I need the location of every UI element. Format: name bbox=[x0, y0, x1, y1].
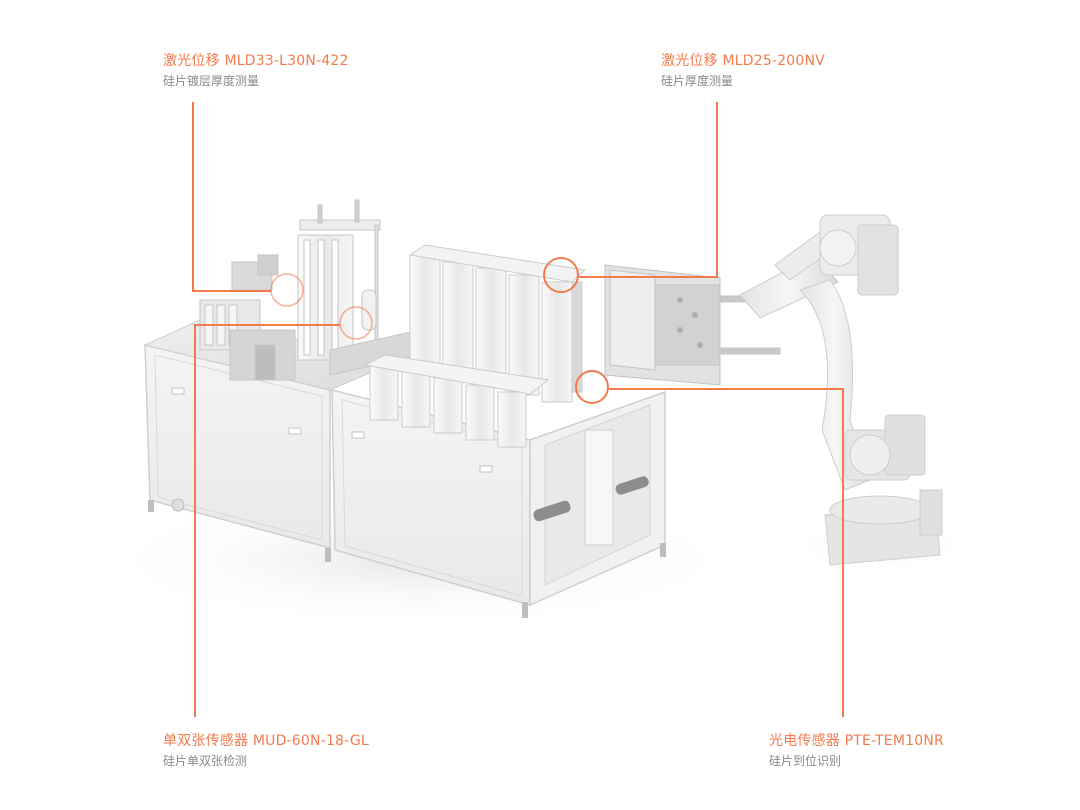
callout-top-left: 激光位移 MLD33-L30N-422 硅片镀层厚度测量 bbox=[163, 52, 349, 89]
ring-pte bbox=[575, 370, 609, 404]
callout-rings bbox=[270, 257, 609, 404]
ring-mld33 bbox=[270, 273, 304, 307]
callout-top-right: 激光位移 MLD25-200NV 硅片厚度测量 bbox=[661, 52, 825, 89]
gripper-plate bbox=[604, 264, 781, 386]
ring-mld25 bbox=[543, 257, 579, 293]
callout-title: 单双张传感器 MUD-60N-18-GL bbox=[163, 733, 369, 749]
callout-description: 硅片单双张检测 bbox=[163, 753, 248, 768]
right-cabinet bbox=[331, 389, 666, 618]
callout-title: 激光位移 MLD33-L30N-422 bbox=[163, 53, 349, 69]
callout-description: 硅片到位识别 bbox=[769, 753, 842, 768]
wafer-rack-front bbox=[363, 354, 550, 448]
callout-description: 硅片厚度测量 bbox=[661, 73, 734, 88]
callout-description: 硅片镀层厚度测量 bbox=[163, 73, 260, 88]
callout-title: 光电传感器 PTE-TEM10NR bbox=[769, 733, 944, 749]
wafer-rack-back bbox=[408, 244, 587, 403]
leader-lines bbox=[192, 102, 844, 717]
callout-bottom-left: 单双张传感器 MUD-60N-18-GL 硅片单双张检测 bbox=[163, 732, 369, 769]
robot-arm bbox=[739, 214, 943, 566]
callout-title: 激光位移 MLD25-200NV bbox=[661, 53, 825, 69]
ring-mud60 bbox=[339, 306, 373, 340]
callout-bottom-right: 光电传感器 PTE-TEM10NR 硅片到位识别 bbox=[769, 732, 944, 769]
